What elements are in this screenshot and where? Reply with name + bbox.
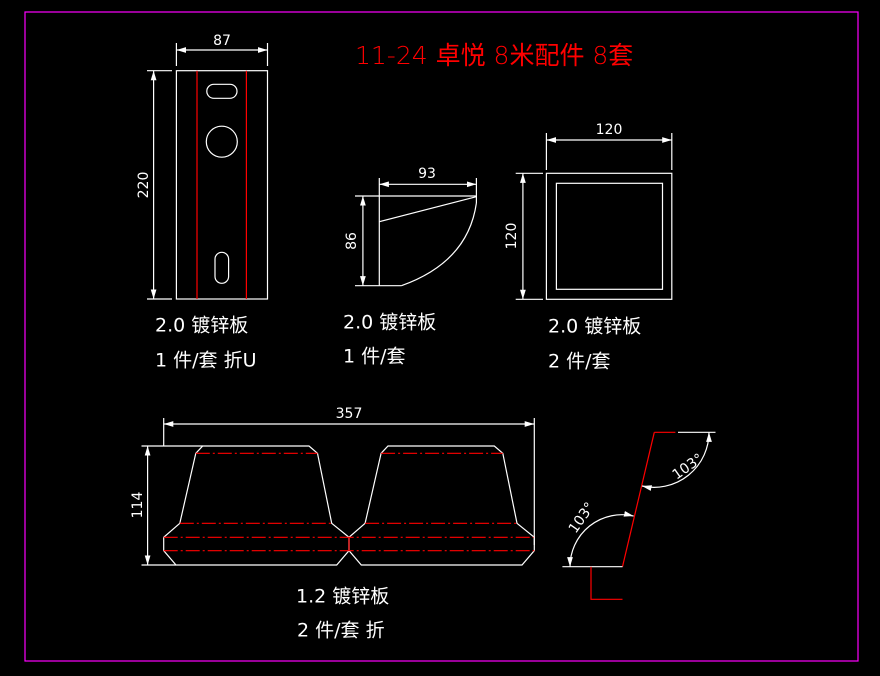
profile-line bbox=[621, 432, 655, 567]
part-u-bracket: 87 220 2.0 镀锌板 1 件/套 折U bbox=[136, 33, 269, 372]
dim-height: 120 bbox=[504, 223, 520, 250]
angle-detail: 103° 103° bbox=[562, 431, 716, 600]
trough-lobe bbox=[163, 445, 350, 566]
part-square-frame: 120 120 2.0 镀锌板 2 件/套 bbox=[504, 122, 673, 373]
part-trough-pattern: 357 114 1.2 镀锌板 2 件/套 折 bbox=[130, 406, 535, 642]
bracket-outline bbox=[175, 70, 269, 300]
angle-arc bbox=[641, 432, 712, 491]
angle-arc bbox=[567, 511, 634, 567]
quantity-label: 2 件/套 折 bbox=[297, 620, 385, 642]
quantity-label: 1 件/套 bbox=[343, 346, 406, 368]
dim-width: 120 bbox=[596, 122, 623, 138]
material-label: 2.0 镀锌板 bbox=[155, 315, 248, 337]
gusset-curve bbox=[401, 202, 477, 287]
dim-width: 357 bbox=[336, 406, 363, 422]
drawing-title: 11-24 卓悦 8米配件 8套 bbox=[355, 41, 633, 70]
material-label: 2.0 镀锌板 bbox=[548, 316, 641, 338]
part-gusset: 93 86 2.0 镀锌板 1 件/套 bbox=[343, 166, 477, 368]
dim-height: 220 bbox=[136, 172, 152, 199]
dim-width: 93 bbox=[418, 166, 436, 182]
round-hole bbox=[205, 125, 238, 158]
drawing-frame bbox=[24, 11, 859, 662]
trough-lobe bbox=[348, 445, 535, 566]
quantity-label: 2 件/套 bbox=[548, 351, 611, 373]
slot-hole bbox=[214, 251, 230, 284]
material-label: 2.0 镀锌板 bbox=[343, 312, 436, 334]
dim-height: 114 bbox=[130, 492, 146, 519]
frame-inner bbox=[555, 182, 664, 290]
angle-bottom-label: 103° bbox=[566, 500, 598, 537]
gusset-edge bbox=[379, 196, 477, 223]
dim-width: 87 bbox=[213, 33, 231, 49]
frame-outer bbox=[545, 172, 673, 300]
angle-top-label: 103° bbox=[670, 451, 707, 483]
quantity-label: 1 件/套 折U bbox=[155, 350, 256, 372]
material-label: 1.2 镀锌板 bbox=[296, 586, 389, 608]
dim-height: 86 bbox=[344, 232, 360, 250]
slot-hole bbox=[206, 83, 238, 99]
